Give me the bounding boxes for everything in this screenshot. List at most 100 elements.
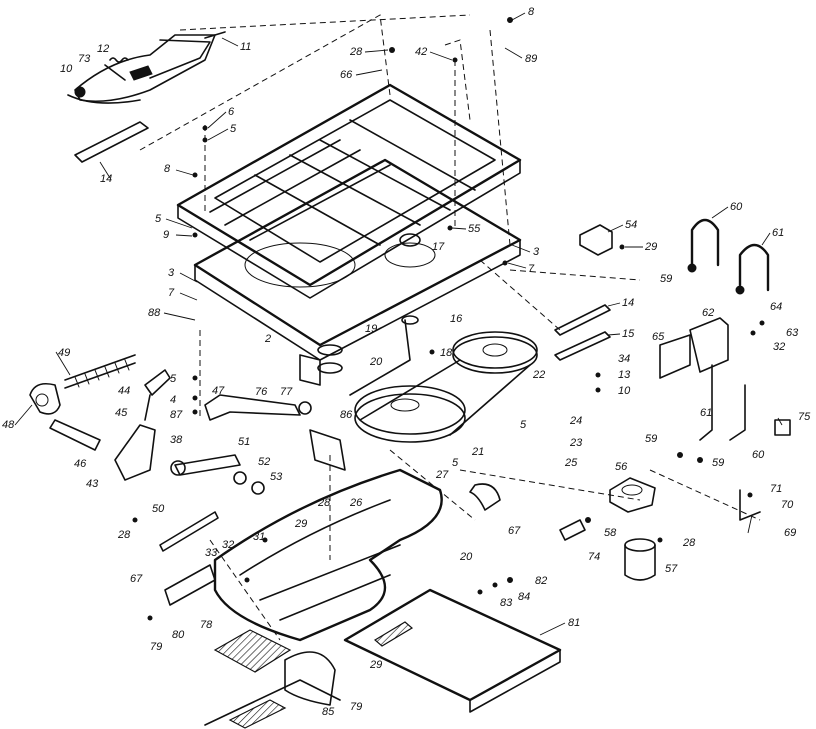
callout-14: 14 <box>100 173 112 185</box>
callout-54: 54 <box>625 219 637 231</box>
callout-8b: 8 <box>164 163 171 175</box>
callout-52: 52 <box>258 456 270 468</box>
callout-13: 13 <box>618 369 631 381</box>
callout-3: 3 <box>533 246 540 258</box>
callout-31: 31 <box>253 531 265 543</box>
callout-28b: 28 <box>117 529 131 541</box>
callout-44: 44 <box>118 385 130 397</box>
arm-76 <box>204 394 312 421</box>
callout-51: 51 <box>238 436 250 448</box>
callout-88: 88 <box>148 307 161 319</box>
callout-20b: 20 <box>459 551 473 563</box>
callout-29c: 29 <box>369 659 382 671</box>
callout-67b: 67 <box>130 573 143 585</box>
spring-49 <box>64 354 136 389</box>
callout-59: 59 <box>660 273 672 285</box>
handle-60 <box>687 218 720 273</box>
callout-64: 64 <box>770 301 782 313</box>
callout-32b: 32 <box>222 539 234 551</box>
callout-10: 10 <box>60 63 73 75</box>
callout-28: 28 <box>349 46 363 58</box>
callout-5d: 5 <box>520 419 527 431</box>
callout-59c: 59 <box>712 457 724 469</box>
callout-18: 18 <box>440 347 453 359</box>
callout-76: 76 <box>255 386 268 398</box>
main-frame <box>176 83 522 299</box>
callout-14b: 14 <box>622 297 634 309</box>
callout-8: 8 <box>528 6 535 18</box>
callout-83: 83 <box>500 597 513 609</box>
callout-80: 80 <box>172 629 185 641</box>
callout-24: 24 <box>569 415 582 427</box>
callout-29b: 29 <box>294 518 307 530</box>
callout-16: 16 <box>450 313 463 325</box>
callout-47: 47 <box>212 385 225 397</box>
callout-87: 87 <box>170 409 183 421</box>
callout-5e: 5 <box>452 457 459 469</box>
callout-49: 49 <box>58 347 70 359</box>
leader-lines <box>14 12 783 636</box>
callout-21: 21 <box>471 446 484 458</box>
callout-46: 46 <box>74 458 87 470</box>
callout-43: 43 <box>86 478 99 490</box>
callout-61: 61 <box>772 227 784 239</box>
callout-42: 42 <box>415 46 427 58</box>
pulley-21 <box>354 385 466 443</box>
callout-57: 57 <box>665 563 678 575</box>
callout-26: 26 <box>349 497 363 509</box>
callout-33: 33 <box>205 547 218 559</box>
callout-65: 65 <box>652 331 665 343</box>
callout-71: 71 <box>770 483 782 495</box>
callout-62: 62 <box>702 307 714 319</box>
plug-74 <box>559 519 586 541</box>
callout-10b: 10 <box>618 385 631 397</box>
pin-69 <box>739 489 761 521</box>
callout-5c: 5 <box>170 373 177 385</box>
callout-23: 23 <box>569 437 583 449</box>
callout-38: 38 <box>170 434 183 446</box>
callout-32: 32 <box>773 341 785 353</box>
callout-4: 4 <box>170 394 176 406</box>
callout-85: 85 <box>322 706 335 718</box>
callout-7: 7 <box>528 263 535 275</box>
callout-79b: 79 <box>350 701 362 713</box>
callout-19: 19 <box>365 323 377 335</box>
handle-61 <box>735 243 770 295</box>
callout-70: 70 <box>781 499 794 511</box>
guard-85 <box>284 651 336 706</box>
callout-82: 82 <box>535 575 547 587</box>
callout-3b: 3 <box>168 267 175 279</box>
callout-53: 53 <box>270 471 283 483</box>
platform-81 <box>204 588 562 729</box>
yoke-43 <box>114 424 156 481</box>
callout-81: 81 <box>568 617 580 629</box>
foot-plate-80 <box>213 629 292 673</box>
motor-mount-56 <box>609 477 656 513</box>
top-bracket-assembly <box>67 31 226 104</box>
callout-45: 45 <box>115 407 128 419</box>
callout-67: 67 <box>508 525 521 537</box>
callout-56: 56 <box>615 461 628 473</box>
callout-28d: 28 <box>682 537 696 549</box>
pulley-22 <box>452 331 538 374</box>
callout-28c: 28 <box>317 497 331 509</box>
rod-61-60 <box>699 364 746 441</box>
rod-67 <box>159 511 219 552</box>
drive-belt <box>359 359 531 436</box>
guide-rails <box>554 304 611 361</box>
callout-29: 29 <box>644 241 657 253</box>
callout-55: 55 <box>468 223 481 235</box>
callout-60b: 60 <box>752 449 765 461</box>
motor-bracket-54 <box>579 224 613 256</box>
callout-60: 60 <box>730 201 743 213</box>
callout-6: 6 <box>228 106 235 118</box>
callout-5: 5 <box>230 123 237 135</box>
callout-63: 63 <box>786 327 799 339</box>
arm-51 <box>170 454 265 495</box>
lower-housing <box>213 429 443 642</box>
spindle-assembly <box>299 315 419 396</box>
callout-84: 84 <box>518 591 530 603</box>
callout-78: 78 <box>200 619 213 631</box>
callout-89: 89 <box>525 53 537 65</box>
callout-77: 77 <box>280 386 293 398</box>
